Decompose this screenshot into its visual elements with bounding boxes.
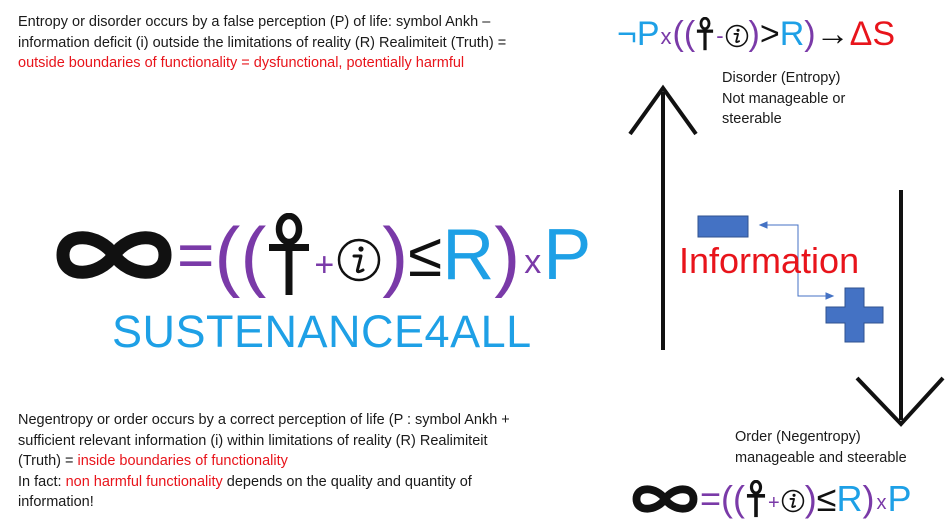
disorder-label-line1: Disorder (Entropy) [722, 70, 841, 86]
entropy-change-symbol: ΔS [849, 14, 895, 53]
negentropy-text-highlight-2: non harmful functionality [65, 473, 223, 490]
times-sign: x [524, 242, 542, 281]
negentropy-description: Negentropy or order occurs by a correct … [18, 410, 518, 513]
times-sign: x [876, 491, 887, 514]
plus-sign: + [768, 491, 780, 514]
order-label: Order (Negentropy) manageable and steera… [735, 427, 935, 468]
greater-than-sign: > [759, 14, 780, 53]
up-arrow [628, 84, 698, 350]
entropy-description: Entropy or disorder occurs by a false pe… [18, 12, 538, 74]
equals-sign: = [177, 219, 215, 291]
ankh-icon [697, 17, 714, 51]
info-connector [758, 221, 835, 300]
ankh-icon [269, 213, 310, 295]
main-formula: = (( + ) ≤ R ) x P [55, 210, 591, 300]
info-i-icon [725, 24, 748, 47]
disorder-label-line3: steerable [722, 111, 782, 127]
plus-sign: + [314, 245, 335, 284]
order-label-line1: Order (Negentropy) [735, 429, 861, 445]
down-arrow [855, 190, 945, 427]
not-perception-symbol: ¬P [617, 14, 660, 53]
ankh-icon [746, 480, 766, 518]
open-parens: (( [672, 14, 696, 53]
close-paren-inner: ) [804, 478, 817, 519]
equals-sign: = [700, 478, 722, 519]
information-word: Information [679, 240, 860, 281]
reality-symbol: R [779, 14, 805, 53]
minus-icon [697, 215, 749, 238]
implies-arrow: → [815, 14, 850, 53]
minus-sign: - [716, 23, 724, 48]
close-paren-outer: ) [804, 14, 816, 53]
negentropy-text-plain: Negentropy or order occurs by a correct … [18, 412, 510, 469]
plus-icon [825, 287, 884, 343]
infinity-icon [56, 231, 172, 279]
perception-symbol: P [887, 478, 912, 519]
close-paren-inner: ) [748, 14, 760, 53]
reality-symbol: R [442, 215, 495, 295]
entropy-text-highlight: outside boundaries of functionality = dy… [18, 55, 465, 71]
close-paren-outer: ) [862, 478, 875, 519]
negentropy-text-highlight: inside boundaries of functionality [77, 453, 288, 469]
reality-symbol: R [836, 478, 863, 519]
less-equal-sign: ≤ [816, 478, 837, 519]
negentropy-formula: = (( + ) ≤ R ) x P [632, 474, 911, 524]
close-paren-inner: ) [382, 211, 409, 299]
less-equal-sign: ≤ [408, 220, 443, 290]
times-sign: x [660, 24, 672, 49]
perception-symbol: P [543, 215, 592, 295]
open-parens: (( [721, 478, 746, 519]
open-parens: (( [214, 211, 267, 299]
info-i-icon [337, 238, 381, 282]
info-i-icon [781, 489, 804, 513]
sustenance-title: SUSTENANCE4ALL [112, 306, 532, 357]
negentropy-text-suffix: depends on the quality and quantity of i… [18, 473, 472, 511]
close-paren-outer: ) [494, 211, 521, 299]
disorder-label: Disorder (Entropy) Not manageable or ste… [722, 68, 902, 130]
infinity-icon [632, 485, 698, 513]
entropy-formula: ¬P x (( - ) > R ) → ΔS [617, 12, 895, 56]
disorder-label-line2: Not manageable or [722, 90, 846, 107]
order-label-line2: manageable and steerable [735, 449, 907, 466]
entropy-text-plain: Entropy or disorder occurs by a false pe… [18, 14, 507, 51]
negentropy-text-prefix: In fact: [18, 473, 66, 490]
